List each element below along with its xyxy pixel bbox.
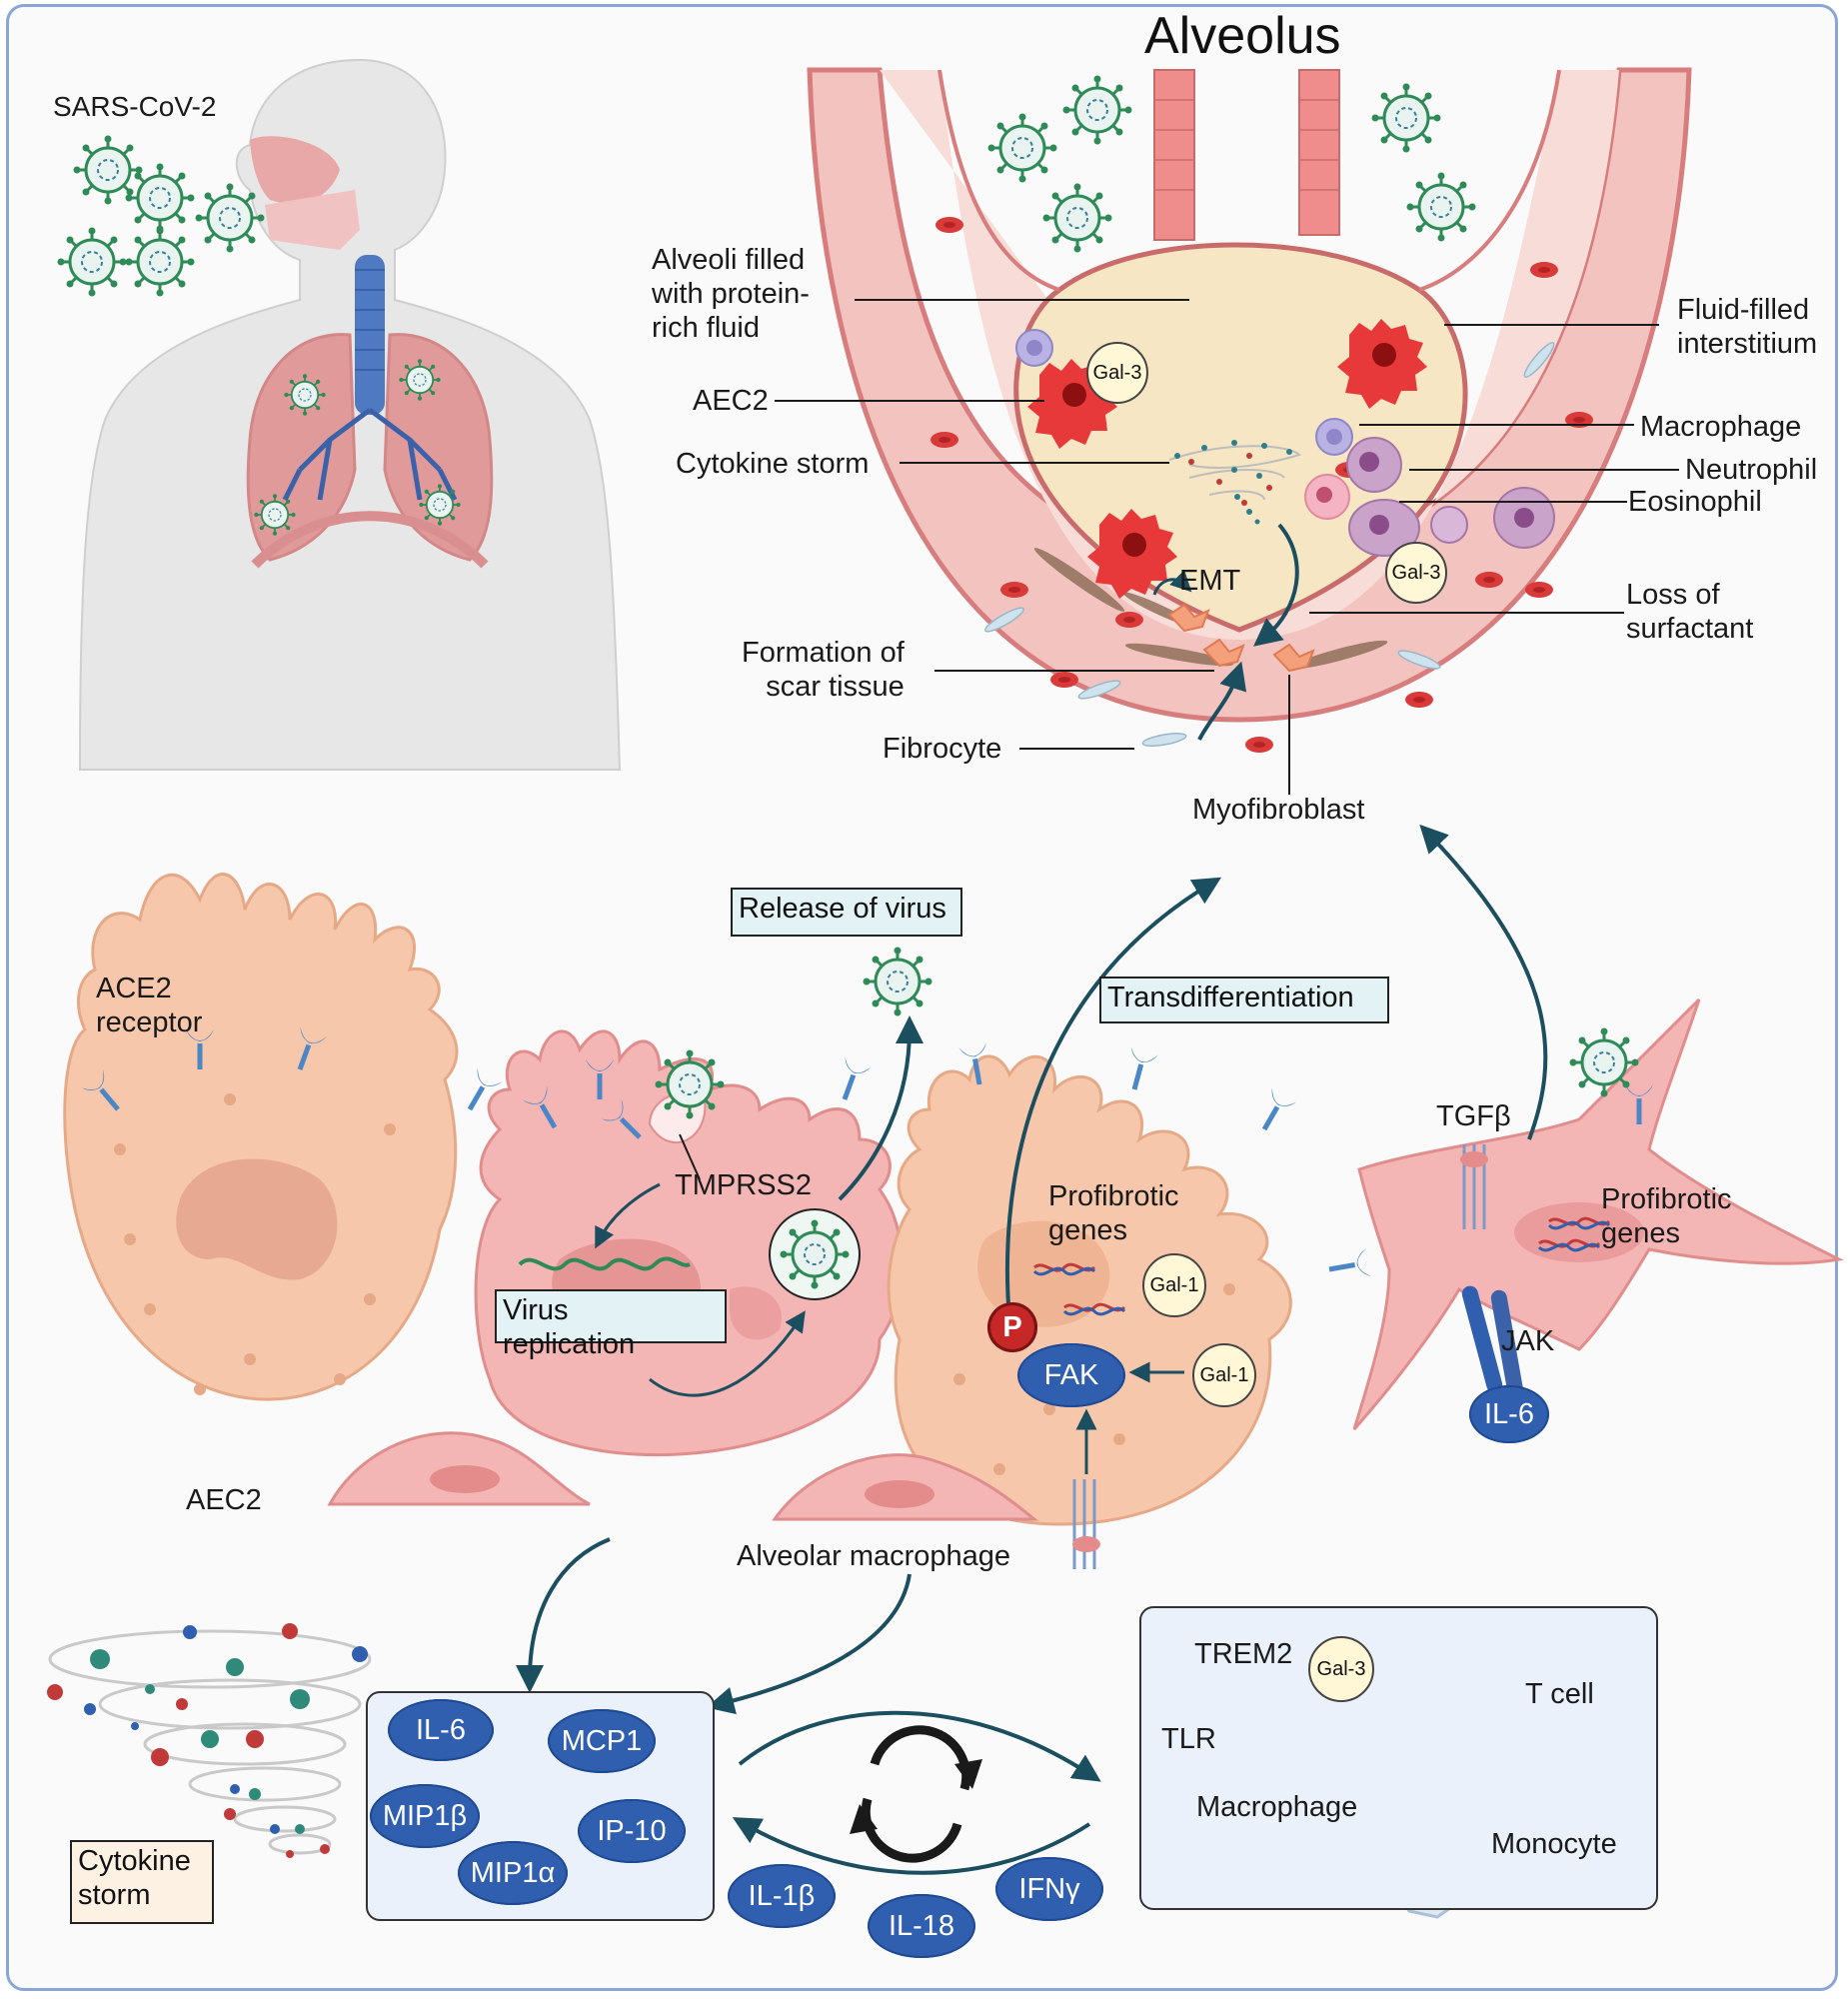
- cytokine-ip-10: IP-10: [578, 1799, 686, 1863]
- label-alveoli-fluid: Alveoli filled with protein- rich fluid: [652, 244, 810, 344]
- label-monocyte: Monocyte: [1491, 1828, 1617, 1860]
- gal3-badge-aec2: Gal-3: [1086, 342, 1148, 404]
- cytokine-particles: [47, 1623, 368, 1858]
- label-tgfb: TGFβ: [1436, 1100, 1511, 1132]
- label-loss-surfactant: Loss of surfactant: [1626, 579, 1754, 645]
- box-release-of-virus: Release of virus: [731, 888, 962, 937]
- label-cytokine-storm-top: Cytokine storm: [676, 448, 870, 480]
- label-profibrotic-genes-2: Profibrotic genes: [1601, 1183, 1732, 1249]
- label-tlr: TLR: [1161, 1723, 1216, 1755]
- gal3-badge-neutrophil: Gal-3: [1385, 542, 1447, 604]
- cytokine-il-1b: IL-1β: [728, 1864, 836, 1928]
- gal3-badge-panel: Gal-3: [1308, 1636, 1374, 1702]
- label-eosinophil: Eosinophil: [1628, 486, 1762, 518]
- immune-cells-panel: [1139, 1606, 1658, 1910]
- cytokine-mip1b: MIP1β: [370, 1784, 480, 1848]
- page-title: Alveolus: [1144, 7, 1341, 65]
- cytokine-mip1a: MIP1α: [458, 1841, 568, 1905]
- label-formation-scar: Formation of scar tissue: [742, 637, 905, 703]
- label-ace2-receptor: ACE2 receptor: [96, 973, 203, 1038]
- box-cytokine-storm: Cytokine storm: [70, 1840, 214, 1924]
- label-tmprss2: TMPRSS2: [675, 1169, 812, 1201]
- label-sars-cov-2: SARS-CoV-2: [53, 91, 217, 122]
- box-virus-replication: Virus replication: [495, 1289, 727, 1360]
- cytokine-storm-bottom: [48, 1629, 372, 1855]
- label-myofibroblast: Myofibroblast: [1192, 794, 1365, 826]
- label-aec2-top: AEC2: [693, 385, 769, 417]
- cytokine-storm-top: [1168, 440, 1301, 647]
- cytokine-ifng: IFNγ: [995, 1857, 1103, 1921]
- label-jak: JAK: [1501, 1325, 1555, 1357]
- cytokine-il-6-jak: IL-6: [1469, 1385, 1549, 1443]
- cytokine-mcp1: MCP1: [548, 1709, 656, 1773]
- label-macrophage-bottom: Macrophage: [1196, 1791, 1358, 1823]
- label-aec2-bottom: AEC2: [186, 1484, 262, 1516]
- label-macrophage-top: Macrophage: [1640, 411, 1802, 443]
- cytokine-il-18: IL-18: [868, 1894, 975, 1958]
- label-trem2: TREM2: [1194, 1638, 1293, 1670]
- transdifferentiating-cell: [887, 877, 1292, 1569]
- aec2-cell-left: [63, 873, 459, 1401]
- leader-lines-top: [775, 299, 1679, 795]
- label-neutrophil: Neutrophil: [1685, 454, 1818, 486]
- label-profibrotic-genes-1: Profibrotic genes: [1048, 1180, 1179, 1246]
- label-emt: EMT: [1179, 565, 1241, 597]
- phospho-badge: P: [987, 1302, 1037, 1352]
- fak-protein: FAK: [1017, 1343, 1125, 1407]
- alveolar-macrophage-cells: [327, 1431, 1039, 1521]
- gal1-badge-1: Gal-1: [1142, 1253, 1206, 1317]
- label-t-cell: T cell: [1525, 1678, 1594, 1710]
- fibroblast-cell: [1352, 824, 1844, 1430]
- infected-cell: [474, 1015, 924, 1457]
- label-fibrocyte: Fibrocyte: [883, 733, 1002, 765]
- label-alveolar-macrophage: Alveolar macrophage: [737, 1540, 1011, 1572]
- box-transdifferentiation: Transdifferentiation: [1099, 977, 1389, 1023]
- alveolus-illustration: [807, 67, 1692, 753]
- gal1-badge-2: Gal-1: [1192, 1343, 1256, 1407]
- label-fluid-interstitium: Fluid-filled interstitium: [1677, 294, 1818, 360]
- human-body-illustration: [78, 58, 622, 771]
- cytokine-il-6: IL-6: [388, 1699, 494, 1761]
- cycle-icon: [861, 1725, 971, 1863]
